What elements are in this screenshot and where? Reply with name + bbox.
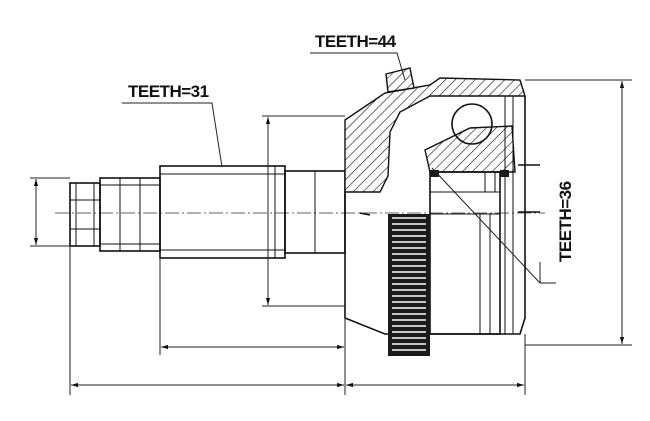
teeth-44-label: TEETH=44 [315, 32, 397, 51]
threaded-stub [69, 177, 161, 252]
abs-ring [388, 214, 430, 356]
ball-bearing [451, 103, 493, 145]
teeth-36-label: TEETH=36 [556, 181, 575, 262]
leader-lines [122, 52, 556, 284]
splined-shaft [159, 165, 346, 259]
outer-housing [344, 67, 540, 335]
teeth-31-label: TEETH=31 [128, 82, 209, 101]
dimension-lines [30, 79, 632, 395]
tooth-marker [385, 67, 415, 93]
